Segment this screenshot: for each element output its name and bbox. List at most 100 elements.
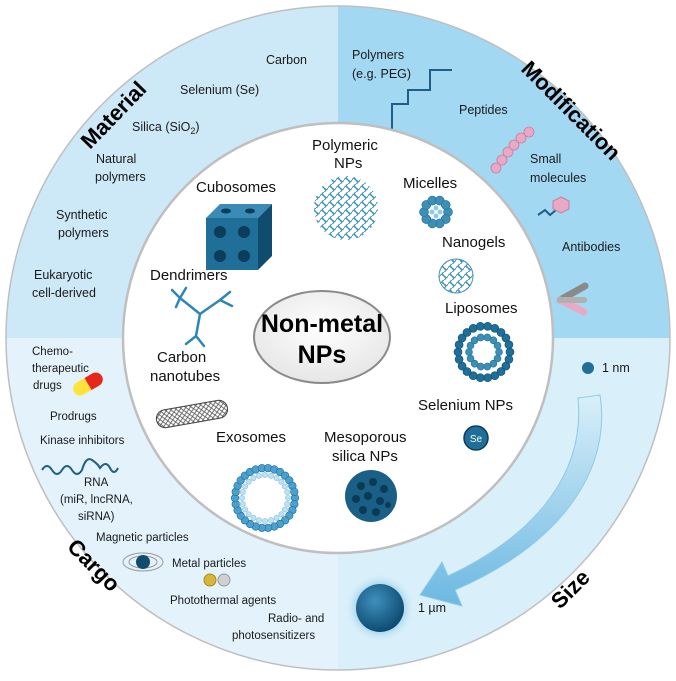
cargo-chemo-line3: drugs [33,380,62,392]
cargo-photothermal: Photothermal agents [170,595,276,607]
shell-bead [501,361,511,371]
shell-bead [465,348,473,356]
shell-bead [262,472,268,478]
np-selenium: Selenium NPs [418,397,513,414]
silver-particle-icon [217,573,231,587]
shell-bead [239,489,246,495]
shell-bead [268,517,274,524]
np-carbon-line2: nanotubes [150,368,220,385]
peg-chain-icon [391,69,452,132]
shell-bead [284,489,291,495]
mesoporous-np-icon [345,470,397,522]
shell-bead [281,506,288,513]
shell-bead [437,209,443,215]
shell-bead [250,515,257,521]
size-arrow-icon [419,394,603,607]
material-carbon: Carbon [266,53,307,67]
polymeric-np-icon [314,176,378,240]
peptide-chain-icon [490,126,535,174]
rna-strand-icon [41,458,119,475]
modification-polymers-line1: Polymers [352,48,404,62]
np-exosomes: Exosomes [216,429,286,446]
shell-bead [262,518,268,524]
material-selenium: Selenium (Se) [180,83,259,97]
shell-bead [239,501,246,507]
material-silica: Silica (SiO2) [132,120,200,136]
shell-bead [433,205,439,211]
cargo-prodrugs: Prodrugs [50,411,97,423]
gold-particle-icon [203,573,217,587]
center-title-line2: NPs [298,341,347,369]
shell-bead [493,341,502,350]
capsule-icon [73,372,103,396]
shell-bead [470,336,479,345]
shell-bead [470,359,479,368]
cubosome-icon [206,204,272,270]
np-mesoporous-line2: silica NPs [332,448,398,465]
np-mesoporous-line1: Mesoporous [324,429,407,446]
shell-bead [476,333,485,342]
shell-bead [242,506,248,513]
cargo-radio-line2: photosensitizers [232,630,315,642]
selenium-symbol: Se [470,434,483,445]
shell-bead [453,347,463,357]
shell-bead [256,517,262,524]
cargo-metal: Metal particles [172,558,246,570]
shell-bead [466,341,475,350]
large-particle-icon [356,584,404,632]
np-carbon-line1: Carbon [157,349,206,366]
exosome-icon [230,464,300,532]
cargo-chemo-line1: Chemo- [32,346,73,358]
micelle-icon [419,195,453,229]
np-cubosomes: Cubosomes [196,179,276,196]
np-micelles: Micelles [403,175,457,192]
shell-bead [468,371,478,381]
shell-bead [483,333,492,342]
magnetic-particle-icon [122,552,164,572]
cargo-rna-line1: RNA [84,477,109,489]
shell-bead [457,333,467,343]
shell-bead [504,340,514,350]
cargo-rna-line2: (miR, lncRNA, [60,494,133,506]
shell-bead [466,354,475,363]
material-synthetic-line2: polymers [58,226,109,240]
cargo-radio-line1: Radio- and [268,613,324,625]
material-natural-line1: Natural [96,152,136,166]
small-particle-icon [582,362,594,374]
nanogel-icon [438,258,474,294]
np-dendrimers: Dendrimers [150,267,228,284]
np-nanogels: Nanogels [442,234,505,251]
size-large-label: 1 µm [418,601,446,615]
shell-bead [483,373,493,383]
shell-bead [278,478,285,485]
shell-bead [496,328,506,337]
shell-bead [462,328,472,337]
shell-bead [245,511,252,518]
shell-bead [496,367,506,376]
center-title-line1: Non-metal [261,310,383,338]
center-bubble [253,290,391,384]
nanotube-icon [155,399,229,429]
shell-bead [250,475,257,481]
shell-bead [273,515,280,521]
modification-small-line1: Small [530,152,561,166]
shell-bead [462,367,472,376]
linker-icon [537,208,557,217]
shell-bead [454,354,464,364]
modification-polymers-line2: (e.g. PEG) [352,67,411,81]
material-natural-line2: polymers [95,170,146,184]
shell-bead [468,323,478,333]
selenium-np-icon [463,425,489,451]
cargo-chemo-line2: therapeutic [32,363,89,375]
shell-bead [256,472,262,479]
modification-peptides: Peptides [459,103,508,117]
shell-bead [490,371,500,381]
shell-bead [440,200,451,210]
shell-bead [285,495,291,501]
shell-bead [429,209,435,215]
cargo-magnetic: Magnetic particles [96,532,189,544]
dendrimer-icon [170,286,234,348]
modification-antibodies: Antibodies [562,240,620,254]
shell-bead [475,321,485,331]
shell-bead [281,483,288,490]
